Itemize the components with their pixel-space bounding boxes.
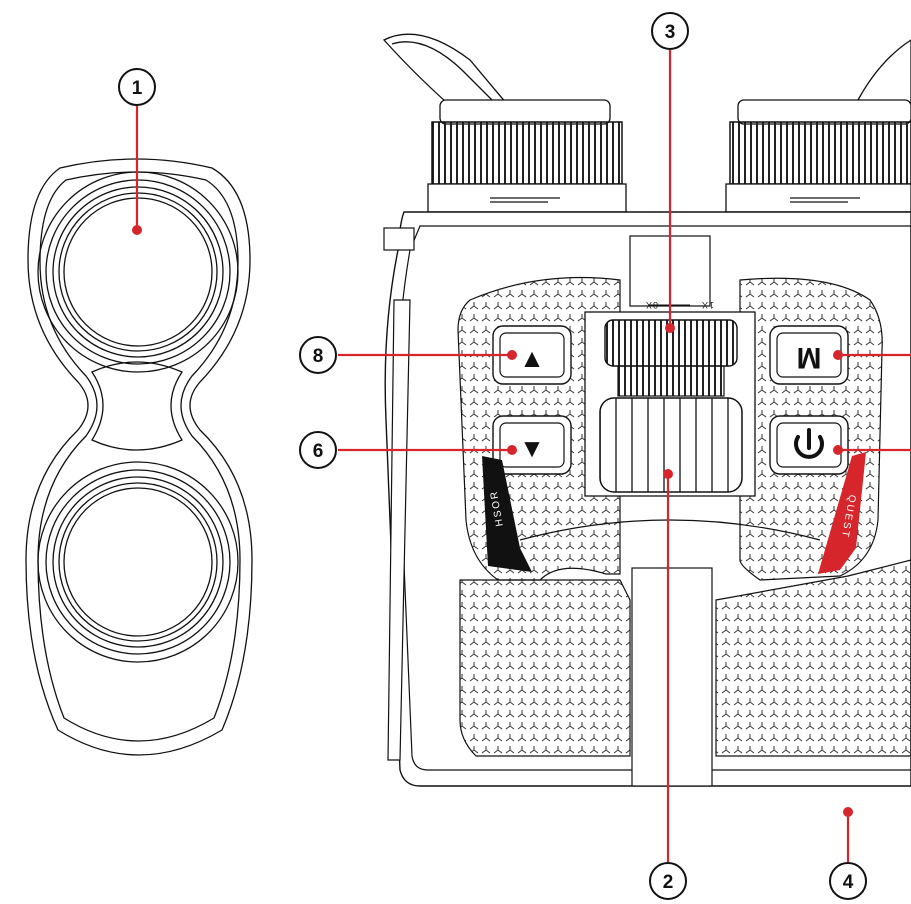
callout-6: 6 xyxy=(299,431,517,469)
down-arrow-icon: ▼ xyxy=(519,433,545,463)
center-pillar xyxy=(631,567,713,787)
left-brand-panel xyxy=(482,456,532,572)
up-arrow-icon: ▲ xyxy=(519,343,545,373)
power-icon xyxy=(794,428,824,459)
menu-m-icon: M xyxy=(797,341,822,374)
up-button[interactable]: ▲ xyxy=(492,325,572,385)
svg-text:1: 1 xyxy=(132,78,143,99)
dial-mark-right: 1X xyxy=(701,300,714,310)
lower-objective-lens xyxy=(37,461,239,663)
svg-text:2: 2 xyxy=(663,872,674,893)
bridge-outline xyxy=(91,361,183,451)
callout-menu-leader xyxy=(833,350,911,360)
right-eyecup xyxy=(725,39,911,213)
svg-text:6: 6 xyxy=(313,441,324,462)
outer-body-outline-inner xyxy=(37,171,241,742)
power-button[interactable] xyxy=(769,415,849,475)
callout-8: 8 xyxy=(299,336,517,374)
outer-body-outline xyxy=(25,158,253,756)
callout-1: 1 xyxy=(118,68,156,235)
callouts: 1 3 8 6 xyxy=(118,12,911,900)
callout-3: 3 xyxy=(651,12,689,333)
callout-4: 4 xyxy=(829,807,867,900)
callout-power-leader xyxy=(833,445,911,455)
focus-wheel[interactable] xyxy=(599,397,743,493)
left-eyecup xyxy=(382,33,627,213)
side-strap-slot xyxy=(387,299,411,761)
left-lower-grip xyxy=(459,579,631,757)
svg-text:8: 8 xyxy=(313,346,324,367)
binoculars-top-view: 8X 1X ▲ ▼ M xyxy=(382,33,911,787)
right-lower-grip xyxy=(715,559,911,757)
right-brand-panel xyxy=(818,452,866,574)
side-tab xyxy=(383,227,415,251)
svg-text:4: 4 xyxy=(843,872,854,893)
svg-text:3: 3 xyxy=(665,22,676,43)
front-lens-view xyxy=(25,158,253,756)
callout-2: 2 xyxy=(649,469,687,900)
down-button[interactable]: ▼ xyxy=(492,415,572,475)
